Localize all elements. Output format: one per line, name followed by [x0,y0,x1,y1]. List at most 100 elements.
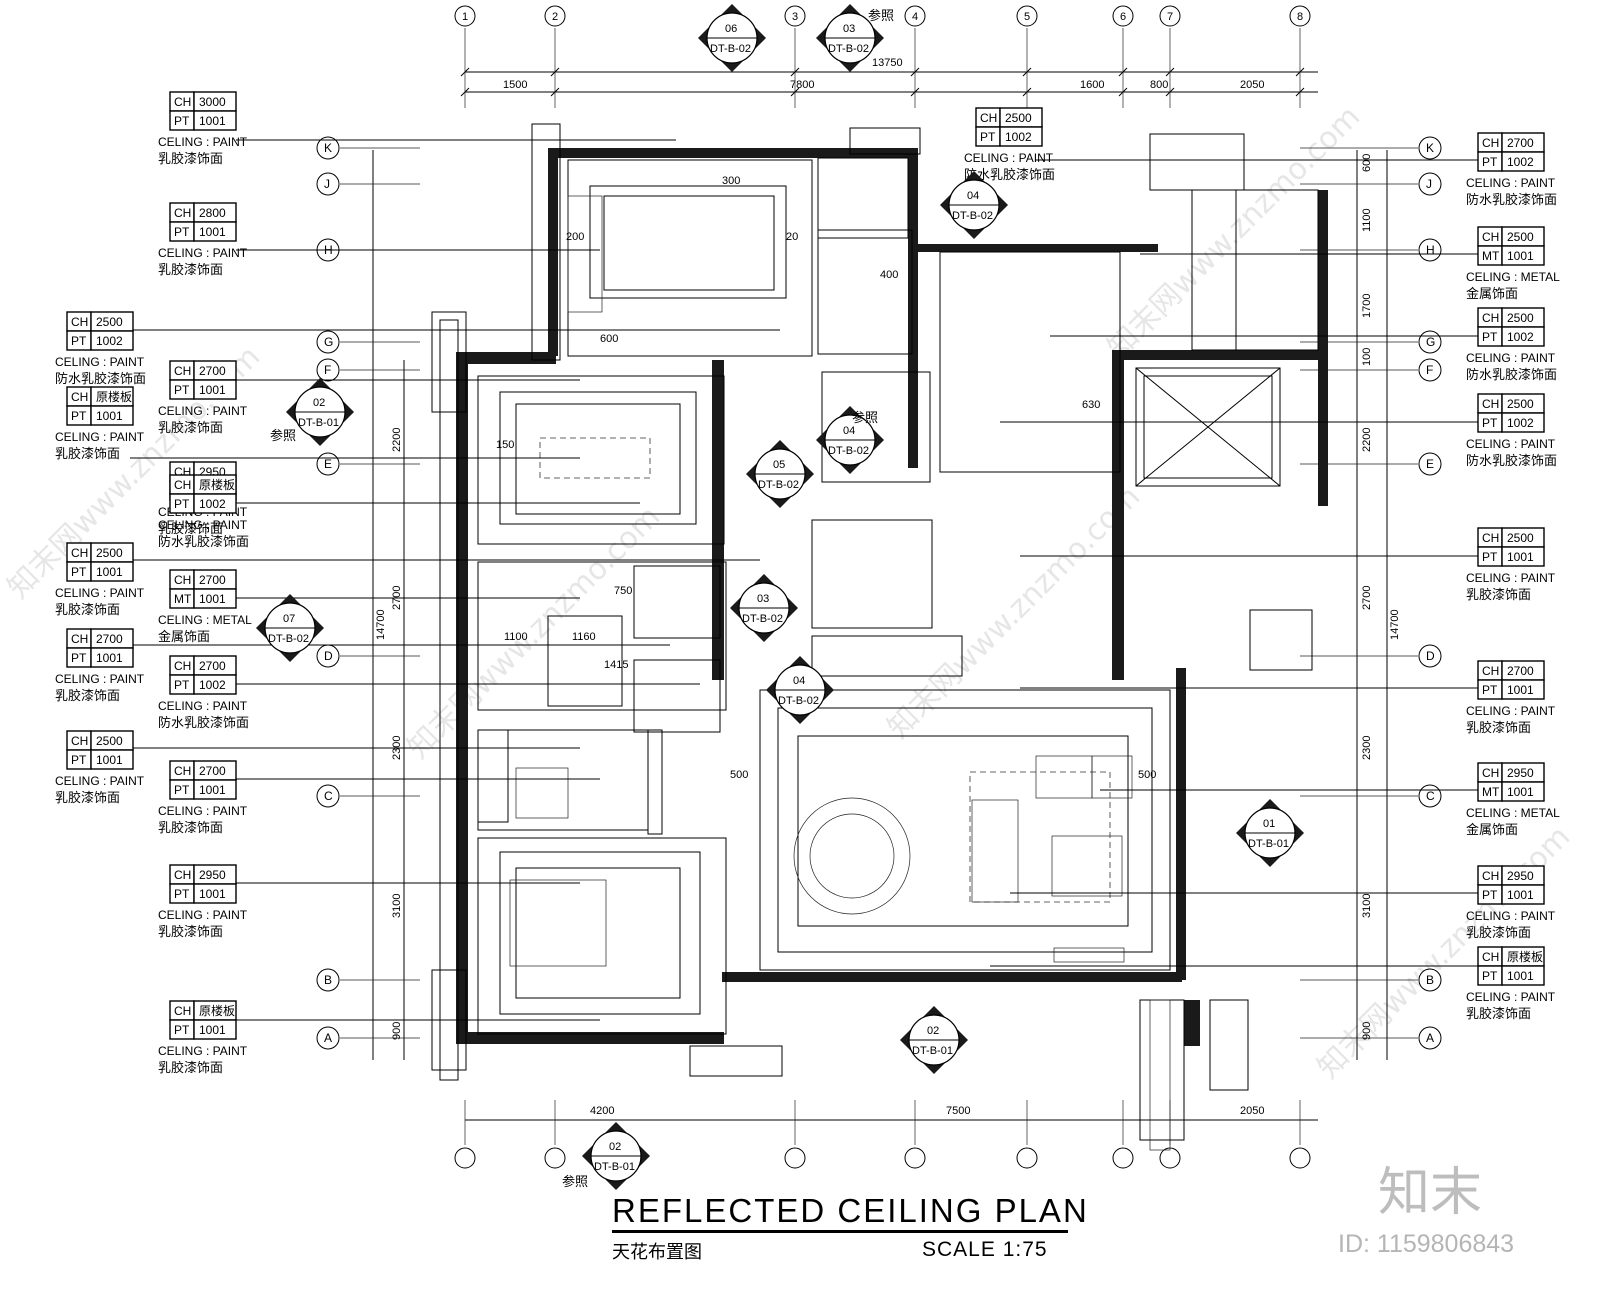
tag-ceiling-height: 2500 [1507,397,1534,411]
marker-sheet: DT-B-01 [594,1161,635,1173]
marker-number: 05 [773,459,785,471]
tag-ceiling-height: 2950 [199,868,226,882]
tag-ch-label: CH [980,111,997,125]
tag-material-code: PT [1482,416,1498,430]
grid-row-label: D [1426,649,1435,663]
tag-ceiling-height: 2700 [199,364,226,378]
tag-material-code: PT [174,887,190,901]
tag-ch-label: CH [1482,397,1499,411]
wall [908,148,918,468]
tag-finish-cn: 乳胶漆饰面 [1466,1006,1531,1022]
tag-cell [1501,151,1545,172]
wall [456,1032,724,1044]
room-dimension: 1160 [572,631,596,643]
grid-row-label: A [324,1031,332,1045]
grid-column-label: 5 [1024,11,1030,23]
tag-ch-label: CH [1482,311,1499,325]
grid-bubble [1016,1147,1038,1169]
marker-number: 01 [1263,818,1275,830]
grid-bubble [1016,5,1038,27]
marker-number: 06 [725,23,737,35]
tag-material-number: 1002 [96,334,123,348]
tag-ceiling-height: 2700 [199,764,226,778]
tag-note: CELING : PAINT [55,774,145,788]
tag-ch-label: CH [71,546,88,560]
tag-finish-cn: 防水乳胶漆饰面 [964,167,1055,183]
grid-row-label: B [324,973,332,987]
room-dimension: 630 [1082,399,1100,411]
grid-row-label: E [1426,457,1434,471]
tag-ch-label: CH [1482,950,1499,964]
tag-material-code: MT [1482,249,1500,263]
tag-ceiling-height: 3000 [199,95,226,109]
tag-finish-cn: 乳胶漆饰面 [158,521,223,537]
tag-note: CELING : PAINT [158,804,248,818]
tag-note: CELING : PAINT [158,518,248,532]
vertical-dimension-chain-left: 14700 2200 2700 2300 3100 900 [372,150,405,1060]
tag-note: CELING : PAINT [55,586,145,600]
marker-sheet: DT-B-02 [828,43,869,55]
tag-ceiling-height: 2500 [1507,230,1534,244]
wall [712,360,724,680]
reference-label: 参照 [562,1174,588,1190]
tag-finish-cn: 乳胶漆饰面 [55,688,120,704]
marker-number: 02 [927,1025,939,1037]
tag-ch-label: CH [174,764,191,778]
tag-cell [193,779,237,800]
watermark: 知末网www.znzmo.com [401,499,667,765]
tag-ch-label: CH [174,1004,191,1018]
tag-note: CELING : METAL [158,613,252,627]
dimension-overall: 13750 [872,57,903,69]
grid-column-label: 6 [1120,11,1126,23]
tag-cell [193,883,237,904]
grid-column-label: 7 [1167,11,1173,23]
tag-material-number: 1002 [1507,155,1534,169]
tag-finish-cn: 乳胶漆饰面 [158,151,223,167]
tag-ceiling-height: 原楼板 [199,1003,235,1018]
tag-material-code: PT [71,409,87,423]
room-dimension: 1415 [604,659,628,671]
grid-bubble [316,136,340,160]
tag-finish-cn: 乳胶漆饰面 [1466,587,1531,603]
tag-note: CELING : METAL [1466,806,1560,820]
wall [1184,1000,1200,1046]
dimension-segment: 1100 [1361,208,1373,232]
wall [548,148,558,356]
marker-sheet: DT-B-02 [268,633,309,645]
tag-material-number: 1002 [199,678,226,692]
image-id: ID: 1159806843 [1338,1230,1515,1258]
dimension-segment: 2050 [1240,79,1264,91]
tag-finish-cn: 防水乳胶漆饰面 [158,715,249,731]
reference-label: 参照 [868,8,894,24]
marker-sheet: DT-B-02 [778,695,819,707]
tag-note: CELING : PAINT [158,404,248,418]
grid-bubble [544,5,566,27]
tag-note: CELING : PAINT [1466,437,1556,451]
grid-bubble [316,172,340,196]
tag-finish-cn: 乳胶漆饰面 [1466,925,1531,941]
tag-material-number: 1001 [96,651,123,665]
dimension-segment: 7800 [790,79,814,91]
grid-column-label: 2 [552,11,558,23]
tag-cell [193,588,237,609]
marker-number: 07 [283,613,295,625]
grid-bubble [316,784,340,808]
marker-sheet: DT-B-01 [912,1045,953,1057]
tag-ceiling-height: 原楼板 [1507,949,1543,964]
grid-bubble [316,358,340,382]
tag-cell [1501,245,1545,266]
tag-material-number: 1001 [96,565,123,579]
tag-cell [999,126,1043,147]
floor-plan: 300 200 150 20 600 400 630 1100 1160 141… [431,123,1328,1151]
